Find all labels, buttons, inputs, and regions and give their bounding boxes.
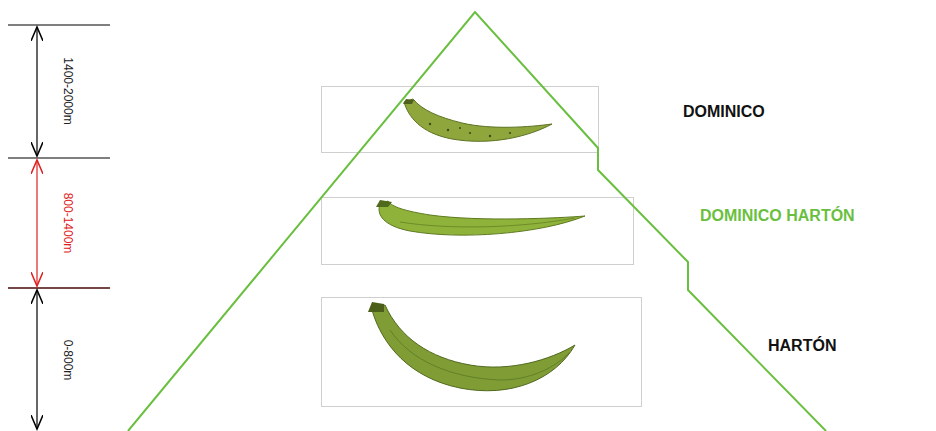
banana-dominico-harton [376,200,585,235]
scale-ticks [8,25,110,288]
dimension-arrow [36,27,37,156]
variety-label: DOMINICO [683,104,765,120]
banana-dominico [403,99,552,141]
banana-harton [368,302,575,391]
photo-frame [322,298,642,407]
variety-label: HARTÓN [768,338,836,354]
photo-frame [322,198,634,265]
variety-label: DOMINICO HARTÓN [700,208,855,224]
photo-frame [322,87,599,153]
altitude-label: 1400-2000m [62,57,74,124]
altitude-label: 0-800m [62,340,74,381]
dimension-arrow [36,290,37,429]
altitude-label: 800-1400m [62,193,74,254]
dimension-arrow [36,160,37,286]
